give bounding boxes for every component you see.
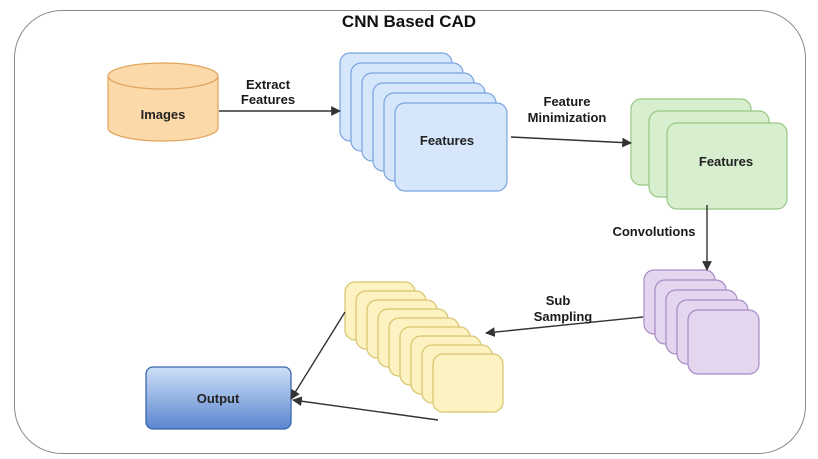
edge-labels: Extract Features Feature Minimization Co… [241, 77, 696, 324]
arrow-to-output-top [290, 311, 346, 400]
arrow-sub-sampling [485, 316, 644, 337]
extract-label-line1: Extract [246, 77, 291, 92]
minimization-label-line2: Minimization [528, 110, 607, 125]
features-stack-2 [630, 98, 788, 210]
extract-label-line2: Features [241, 92, 295, 107]
features-2-layer [666, 122, 788, 210]
output-label: Output [197, 391, 240, 406]
features-1-layer [394, 102, 508, 192]
features-1-label: Features [420, 133, 474, 148]
images-label: Images [141, 107, 186, 122]
connectors [219, 106, 712, 421]
output-node: Output [145, 366, 292, 430]
arrow-minimization [510, 136, 632, 148]
convolution-stack [643, 269, 760, 375]
diagram-title: CNN Based CAD [341, 12, 477, 31]
arrow-to-output-bottom [292, 396, 439, 421]
images-node: Images [107, 62, 219, 142]
sub-label-line1: Sub [546, 293, 571, 308]
convolutions-label: Convolutions [612, 224, 695, 239]
sub-sampling-stack [344, 281, 504, 413]
convolution-layer [687, 309, 760, 375]
sub-sampling-layer [432, 353, 504, 413]
minimization-label-line1: Feature [544, 94, 591, 109]
sub-label-line2: Sampling [534, 309, 593, 324]
features-stack-1 [339, 52, 508, 192]
features-2-label: Features [699, 154, 753, 169]
